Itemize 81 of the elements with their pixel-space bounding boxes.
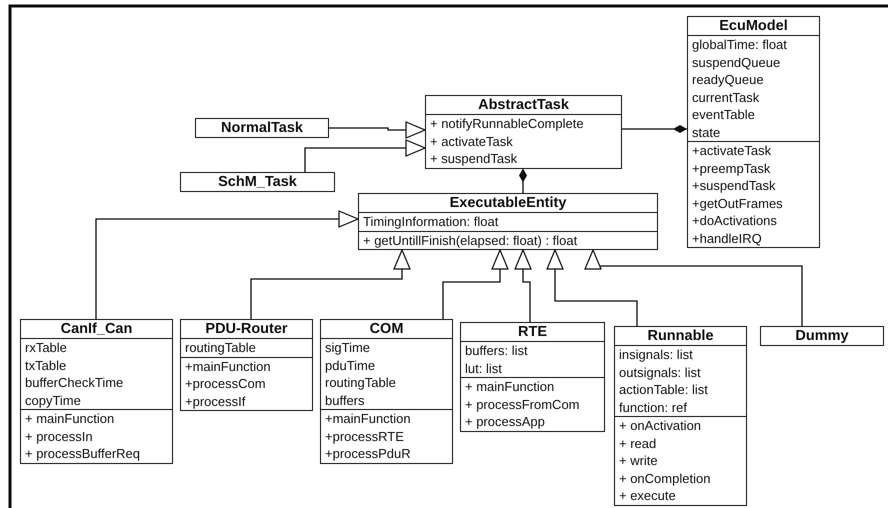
method-text: + execute: [618, 487, 677, 504]
method-text: + notifyRunnableComplete: [429, 115, 585, 132]
attribute-text: eventTable: [691, 106, 756, 124]
class-box: [358, 193, 658, 250]
method-text: +suspendTask: [691, 177, 776, 194]
class-name: PDU-Router: [204, 320, 289, 338]
method-text: + processApp: [464, 413, 546, 430]
method-text: +activateTask: [691, 142, 772, 160]
class-box: [180, 172, 335, 192]
class-box: [180, 319, 313, 411]
generalization-arrow: [584, 249, 803, 326]
method-text: + read: [618, 434, 658, 452]
attribute-text: function: ref: [618, 398, 688, 416]
attribute-text: globalTime: float: [691, 36, 788, 54]
generalization-arrow: [329, 121, 426, 139]
method-text: + processBufferReq: [24, 445, 142, 462]
method-text: +getOutFrames: [691, 194, 784, 212]
attribute-text: routingTable: [324, 374, 397, 392]
attribute-text: buffers: list: [464, 342, 529, 360]
class-name: AbstractTask: [477, 96, 570, 114]
method-text: + activateTask: [429, 132, 514, 150]
class-box: [425, 95, 622, 168]
method-text: + mainFunction: [24, 410, 116, 428]
class-box: [614, 326, 747, 506]
attribute-text: pduTime: [324, 356, 376, 374]
composition-line: [519, 168, 527, 193]
method-text: + processIn: [24, 428, 94, 445]
attribute-text: sigTime: [324, 339, 372, 356]
method-text: +handleIRQ: [691, 230, 763, 247]
class-box: [195, 118, 329, 138]
composition-line: [622, 125, 687, 133]
attribute-text: copyTime: [24, 392, 82, 409]
attribute-text: outsignals: list: [618, 364, 702, 381]
attribute-text: buffers: [324, 392, 366, 409]
class-name: RTE: [517, 323, 548, 341]
method-text: + getUntillFinish(elapsed: float) : float: [362, 232, 578, 249]
attribute-text: insignals: list: [618, 346, 694, 364]
attribute-text: txTable: [24, 356, 68, 374]
class-name: SchM_Task: [217, 173, 298, 191]
attribute-text: routingTable: [184, 339, 257, 356]
class-name: NormalTask: [220, 119, 304, 137]
method-text: +processRTE: [324, 428, 405, 445]
generalization-arrow: [304, 139, 426, 172]
attribute-text: actionTable: list: [618, 381, 709, 398]
class-box: [760, 326, 884, 346]
method-text: +processIf: [184, 392, 246, 410]
method-text: + onActivation: [618, 417, 702, 434]
attribute-text: state: [691, 124, 722, 141]
class-name: EcuModel: [718, 17, 789, 35]
generalization-arrow: [250, 249, 411, 319]
generalization-arrow: [95, 210, 359, 319]
class-box: [460, 322, 605, 432]
method-text: + onCompletion: [618, 470, 712, 487]
method-text: + processFromCom: [464, 396, 580, 413]
class-name: COM: [368, 320, 404, 338]
attribute-text: readyQueue: [691, 71, 765, 88]
generalization-arrow: [442, 249, 509, 319]
attribute-text: lut: list: [464, 360, 503, 377]
attribute-text: currentTask: [691, 88, 760, 106]
class-name: CanIf_Can: [60, 320, 134, 338]
method-text: + suspendTask: [429, 150, 518, 168]
generalization-arrow: [514, 249, 532, 322]
class-name: ExecutableEntity: [448, 194, 568, 212]
attribute-text: bufferCheckTime: [24, 374, 124, 392]
method-text: +mainFunction: [324, 410, 412, 428]
method-text: +preempTask: [691, 160, 772, 177]
attribute-text: suspendQueue: [691, 54, 782, 71]
class-box: [320, 319, 453, 464]
method-text: + mainFunction: [464, 378, 556, 396]
method-text: +mainFunction: [184, 358, 272, 375]
method-text: + write: [618, 452, 659, 470]
generalization-arrow: [546, 249, 638, 326]
attribute-text: rxTable: [24, 339, 68, 356]
class-box: [20, 319, 173, 464]
class-box: [687, 16, 820, 248]
class-name: Dummy: [794, 327, 850, 345]
method-text: +processPduR: [324, 445, 412, 462]
class-name: Runnable: [646, 327, 715, 345]
method-text: +doActivations: [691, 212, 778, 230]
attribute-text: TimingInformation: float: [362, 213, 500, 230]
method-text: +processCom: [184, 375, 267, 392]
